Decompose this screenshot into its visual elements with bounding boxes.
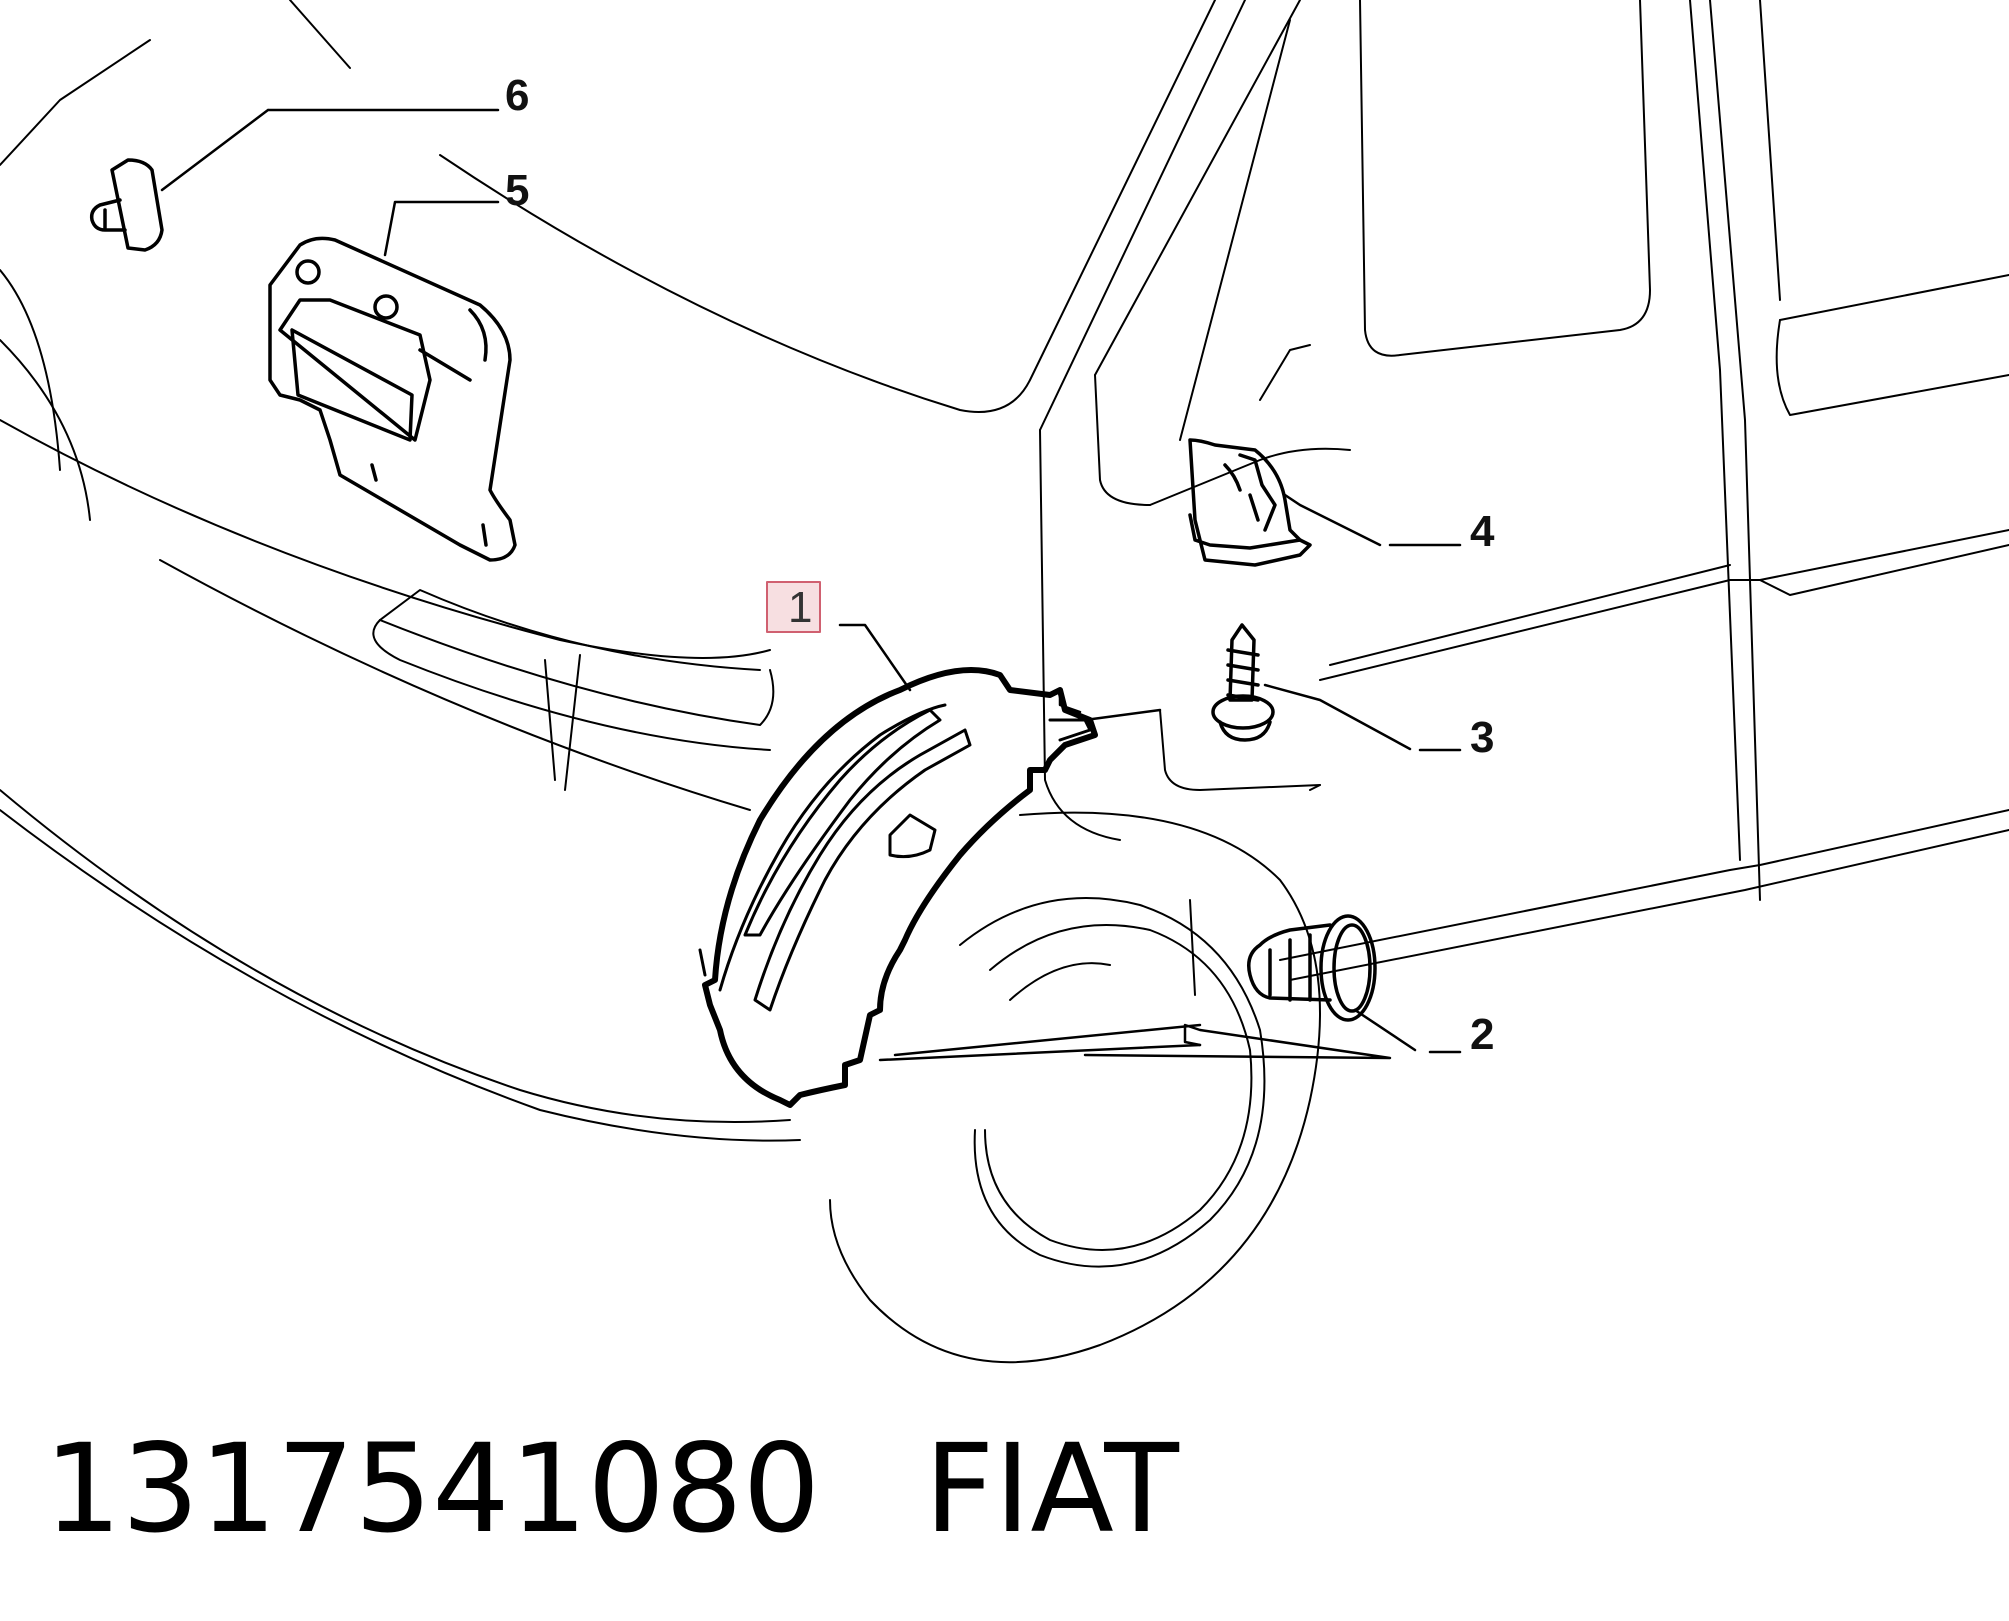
part-2-push-clip xyxy=(1247,914,1377,1022)
part-number: 1317541080 xyxy=(44,1418,821,1560)
part-5-bracket xyxy=(268,236,517,562)
callout-label-2[interactable]: 2 xyxy=(1470,1010,1494,1059)
callout-label-3[interactable]: 3 xyxy=(1470,713,1494,762)
vehicle-body-outline xyxy=(0,0,2009,1142)
leader-lines xyxy=(160,108,1462,1062)
caption: 1317541080 FIAT xyxy=(44,1418,1179,1560)
callout-1-highlight-box xyxy=(766,581,821,633)
front-wheel xyxy=(829,811,1321,1364)
brand-name: FIAT xyxy=(924,1418,1179,1560)
part-6-stud xyxy=(89,158,164,252)
part-3-screw xyxy=(1211,623,1275,742)
callout-label-5[interactable]: 5 xyxy=(505,166,529,215)
callout-label-1[interactable]: 1 xyxy=(788,583,812,632)
callout-label-6[interactable]: 6 xyxy=(505,71,529,120)
part-4-clip-nut xyxy=(1188,438,1312,567)
part-1-wheel-arch-liner xyxy=(698,667,1098,1108)
callout-label-4[interactable]: 4 xyxy=(1470,507,1495,556)
